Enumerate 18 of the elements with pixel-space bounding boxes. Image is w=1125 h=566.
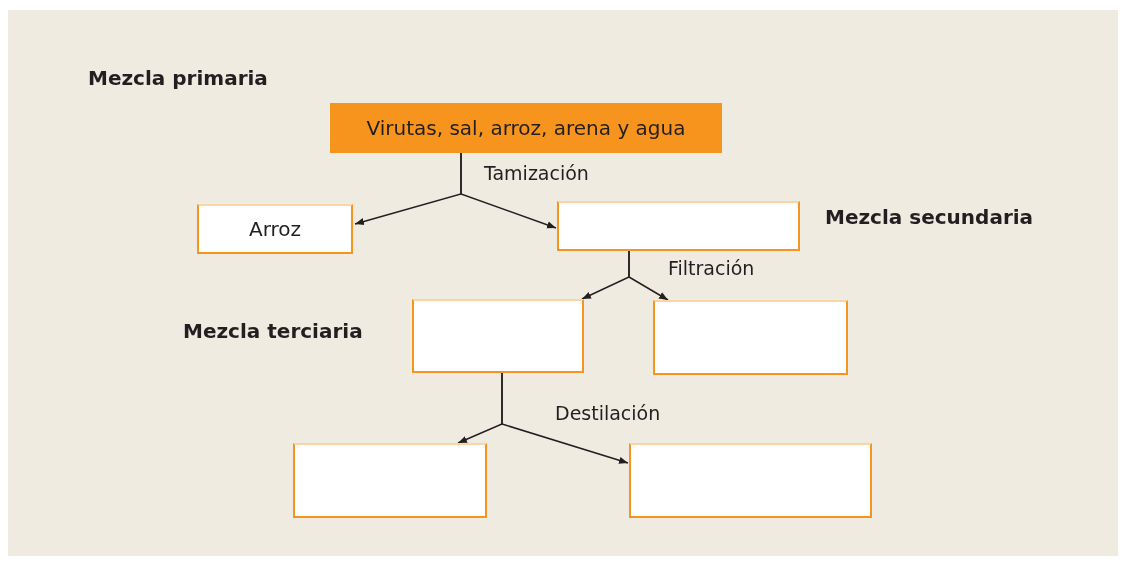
box-text: Arroz: [248, 217, 302, 241]
edge-label: Destilación: [555, 402, 661, 424]
process-box: [330, 103, 722, 153]
mixture-heading: Mezcla terciaria: [183, 319, 363, 343]
answer-box: [412, 299, 584, 373]
box-text: Virutas, sal, arroz, arena y agua: [366, 116, 686, 140]
process-box: [197, 204, 353, 254]
arrow: [501, 372, 629, 464]
mixture-heading: Mezcla primaria: [88, 66, 268, 90]
answer-box: [629, 443, 872, 518]
edge-label: Filtración: [668, 257, 755, 279]
answer-box: [293, 443, 487, 518]
edge-label: Tamización: [484, 162, 589, 184]
arrow: [628, 250, 669, 301]
answer-box: [653, 300, 848, 375]
arrow: [460, 152, 557, 229]
mixture-heading: Mezcla secundaria: [825, 205, 1034, 229]
answer-box: [557, 201, 800, 251]
